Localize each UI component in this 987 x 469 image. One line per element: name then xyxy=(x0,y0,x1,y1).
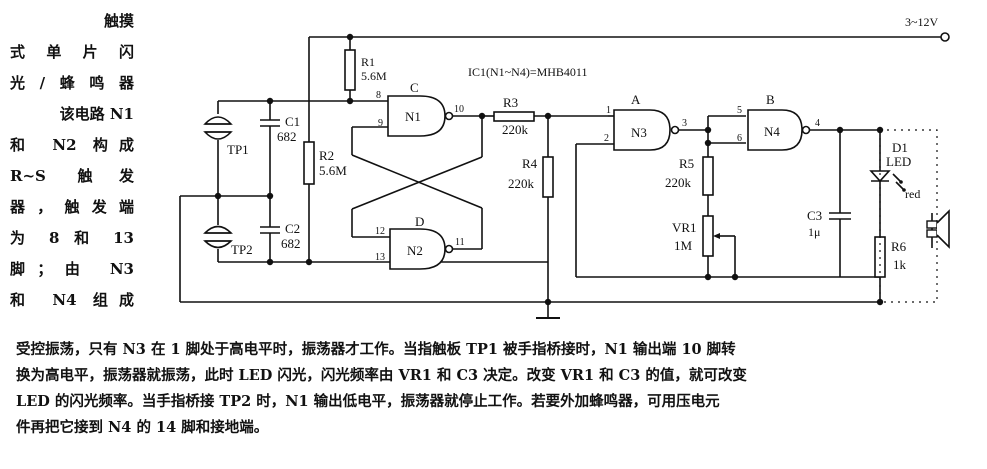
n2-pin-13: 13 xyxy=(375,252,385,263)
potentiometer-vr1 xyxy=(702,215,739,281)
title-line: 式单片闪 xyxy=(10,43,134,61)
n1-pin-9: 9 xyxy=(378,118,383,129)
n4-label: N4 xyxy=(764,124,780,139)
n4-letter: B xyxy=(766,92,775,107)
r5-value: 220k xyxy=(665,175,692,190)
n3-label: N3 xyxy=(631,125,647,140)
side-paragraph-line: R~S 触发 xyxy=(10,167,134,185)
r2-label: R2 xyxy=(319,148,334,163)
n2-letter: D xyxy=(415,214,424,229)
capacitor-c1 xyxy=(260,97,280,196)
side-paragraph-line: 该电路 N1 xyxy=(59,105,134,123)
c1-value: 682 xyxy=(277,129,297,144)
c2-label: C2 xyxy=(285,221,300,236)
n3-letter: A xyxy=(631,92,641,107)
d1-color: red xyxy=(905,187,920,201)
side-paragraph-line: 为 8 和 13 xyxy=(10,229,134,247)
touch-plate-tp1 xyxy=(203,100,350,196)
n4-pin-5: 5 xyxy=(737,105,742,116)
side-paragraph-line: 和 N2 构成 xyxy=(10,136,134,154)
r3-label: R3 xyxy=(503,95,518,110)
paragraph-line: 换为高电平，振荡器就振荡，此时 LED 闪光，闪光频率由 VR1 和 C3 决定… xyxy=(16,367,747,384)
d1-label: D1 xyxy=(892,140,908,155)
supply-label: 3~12V xyxy=(905,15,938,29)
n1-label: N1 xyxy=(405,109,421,124)
vr1-value: 1M xyxy=(674,238,693,253)
n4-input-junction xyxy=(704,115,746,157)
tp1-label: TP1 xyxy=(227,142,249,157)
r2-value: 5.6M xyxy=(319,163,347,178)
n2-label: N2 xyxy=(407,243,423,258)
r1-label: R1 xyxy=(361,55,375,69)
tp2-label: TP2 xyxy=(231,242,253,257)
resistor-r3 xyxy=(493,111,608,122)
d1-type: LED xyxy=(886,154,911,169)
c1-label: C1 xyxy=(285,114,300,129)
r6-label: R6 xyxy=(891,239,907,254)
n1-pin-10: 10 xyxy=(454,104,464,115)
side-text-column: 触摸 式单片闪 光/蜂鸣器 该电路 N1 和 N2 构成 R~S 触发 器，触发… xyxy=(10,6,134,316)
r6-value: 1k xyxy=(893,257,907,272)
side-paragraph-line: 脚；由 N3 xyxy=(10,260,134,278)
vr1-label: VR1 xyxy=(672,220,697,235)
ic-label: IC1(N1~N4)=MHB4011 xyxy=(468,65,587,79)
title-line: 触摸 xyxy=(103,12,134,30)
r5-label: R5 xyxy=(679,156,694,171)
nand-gate-n3 xyxy=(575,109,880,278)
nand-gate-n1 xyxy=(351,95,494,157)
circuit-schematic: 3~12V TP1 TP2 C1 682 xyxy=(179,15,950,319)
resistor-r2 xyxy=(303,141,315,266)
title-line: 光/蜂鸣器 xyxy=(10,74,134,92)
ground-rail xyxy=(179,196,884,319)
n1-pin-8: 8 xyxy=(376,90,381,101)
n2-pin-12: 12 xyxy=(375,226,385,237)
feedback-wire xyxy=(351,154,483,209)
description-paragraph: 受控振荡，只有 N3 在 1 脚处于高电平时，振荡器才工作。当指触板 TP1 被… xyxy=(16,337,976,441)
n3-pin-3: 3 xyxy=(682,118,687,129)
c3-value: 1μ xyxy=(808,225,820,239)
paragraph-line: 件再把它接到 N4 的 14 脚和接地端。 xyxy=(16,419,269,436)
nand-gate-n2 xyxy=(351,208,483,270)
paragraph-line: 受控振荡，只有 N3 在 1 脚处于高电平时，振荡器才工作。当指触板 TP1 被… xyxy=(16,341,736,358)
r1-value: 5.6M xyxy=(361,69,387,83)
feedback-wire xyxy=(351,156,483,210)
side-paragraph-line: 器，触发端 xyxy=(10,198,134,216)
n4-pin-6: 6 xyxy=(737,133,742,144)
r3-value: 220k xyxy=(502,122,529,137)
resistor-r1 xyxy=(344,37,388,105)
r4-value: 220k xyxy=(508,176,535,191)
n3-pin-1: 1 xyxy=(606,105,611,116)
n2-pin-11: 11 xyxy=(455,237,465,248)
optional-buzzer xyxy=(879,129,950,303)
resistor-r4 xyxy=(542,116,554,302)
capacitor-c3 xyxy=(829,130,851,277)
n4-pin-4: 4 xyxy=(815,118,820,129)
resistor-r5 xyxy=(702,156,714,216)
r4-label: R4 xyxy=(522,156,538,171)
capacitor-c2 xyxy=(260,196,280,266)
nand-gate-n4 xyxy=(747,109,884,151)
n1-letter: C xyxy=(410,80,419,95)
c3-label: C3 xyxy=(807,208,822,223)
n3-pin-2: 2 xyxy=(604,133,609,144)
c2-value: 682 xyxy=(281,236,301,251)
side-paragraph-line: 和 N4 组成 xyxy=(10,291,134,309)
paragraph-line: LED 的闪光频率。当手指桥接 TP2 时，N1 输出低电平，振荡器就停止工作。… xyxy=(16,393,720,410)
